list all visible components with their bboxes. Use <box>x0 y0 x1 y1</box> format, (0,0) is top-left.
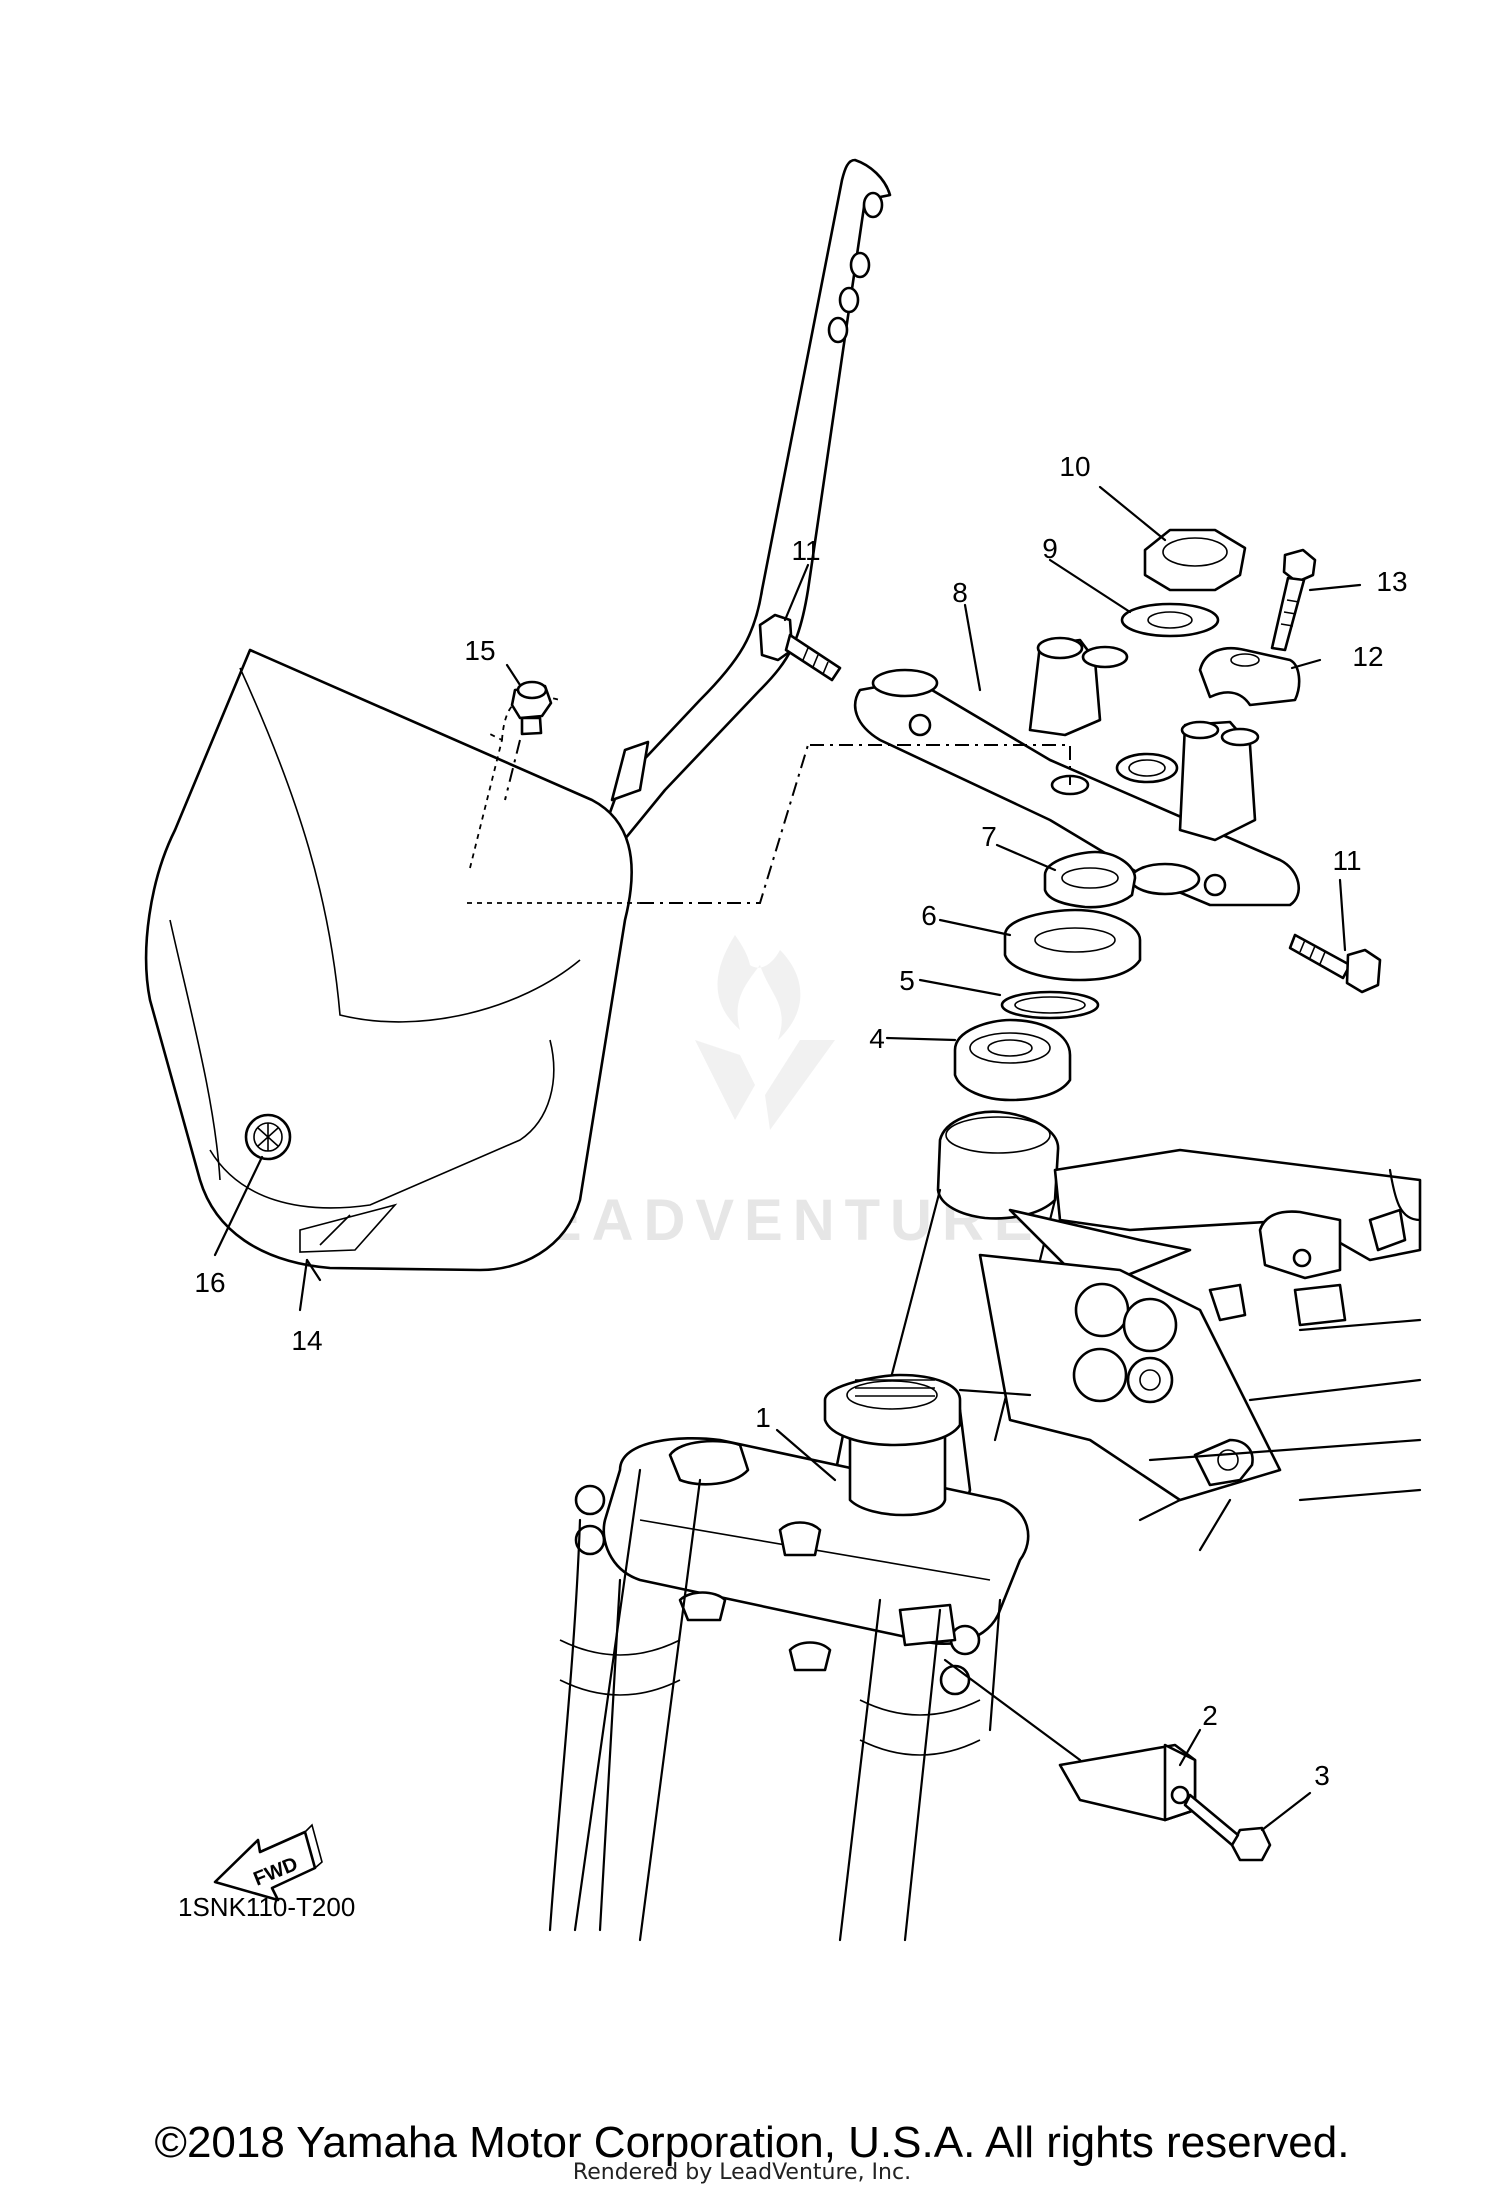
callout-4: 4 <box>869 1023 885 1054</box>
frame <box>878 1110 1422 1552</box>
callout-12: 12 <box>1352 641 1383 672</box>
callout-13: 13 <box>1376 566 1407 597</box>
bolt-11-upper <box>758 613 842 682</box>
callout-16: 16 <box>194 1267 225 1298</box>
number-plate-strap <box>546 158 892 850</box>
lower-bracket <box>574 1398 1030 1696</box>
handlebar-clamp <box>1198 646 1301 707</box>
fwd-arrow-icon: FWD <box>213 1823 323 1902</box>
callout-2: 2 <box>1202 1700 1218 1731</box>
leader-lines <box>213 485 1362 1832</box>
callout-8: 8 <box>952 577 968 608</box>
steering-stem <box>823 1373 962 1517</box>
steering-nut <box>1143 528 1247 592</box>
callout-7: 7 <box>981 821 997 852</box>
washer-6 <box>1003 908 1142 982</box>
number-plate <box>144 648 640 1272</box>
copyright-notice: ©2018 Yamaha Motor Corporation, U.S.A. A… <box>155 2118 1350 2167</box>
callout-11-upper: 11 <box>791 535 820 566</box>
callout-10: 10 <box>1059 451 1090 482</box>
washer-9 <box>1120 602 1220 638</box>
bolt-3 <box>1183 1793 1272 1862</box>
cable-guide <box>1058 1743 1197 1822</box>
bolt-11-lower <box>1288 933 1382 994</box>
callout-1: 1 <box>755 1402 771 1433</box>
rendered-by: Rendered by LeadVenture, Inc. <box>573 2160 911 2185</box>
bearing-4 <box>953 1018 1072 1102</box>
callout-14: 14 <box>291 1325 322 1356</box>
leader-15 <box>504 739 521 801</box>
callout-5: 5 <box>899 965 915 996</box>
bolt-15 <box>510 680 553 736</box>
fork-tubes <box>548 1468 1002 1942</box>
callout-6: 6 <box>921 900 937 931</box>
bolt-13 <box>1270 548 1317 652</box>
watermark-logo <box>695 935 835 1130</box>
ring-nut-7 <box>1043 850 1137 909</box>
callout-15: 15 <box>464 635 495 666</box>
upper-bracket <box>640 636 1300 907</box>
callout-11-lower: 11 <box>1332 845 1361 876</box>
callout-labels: 1 2 3 4 5 6 7 8 9 10 11 11 12 13 14 15 1… <box>194 451 1407 1791</box>
leader-2-link <box>943 1658 1082 1762</box>
diagram-code: 1SNK110-T200 <box>178 1892 355 1922</box>
washer-5 <box>1000 990 1100 1020</box>
callout-3: 3 <box>1314 1760 1330 1791</box>
callout-9: 9 <box>1042 533 1058 564</box>
